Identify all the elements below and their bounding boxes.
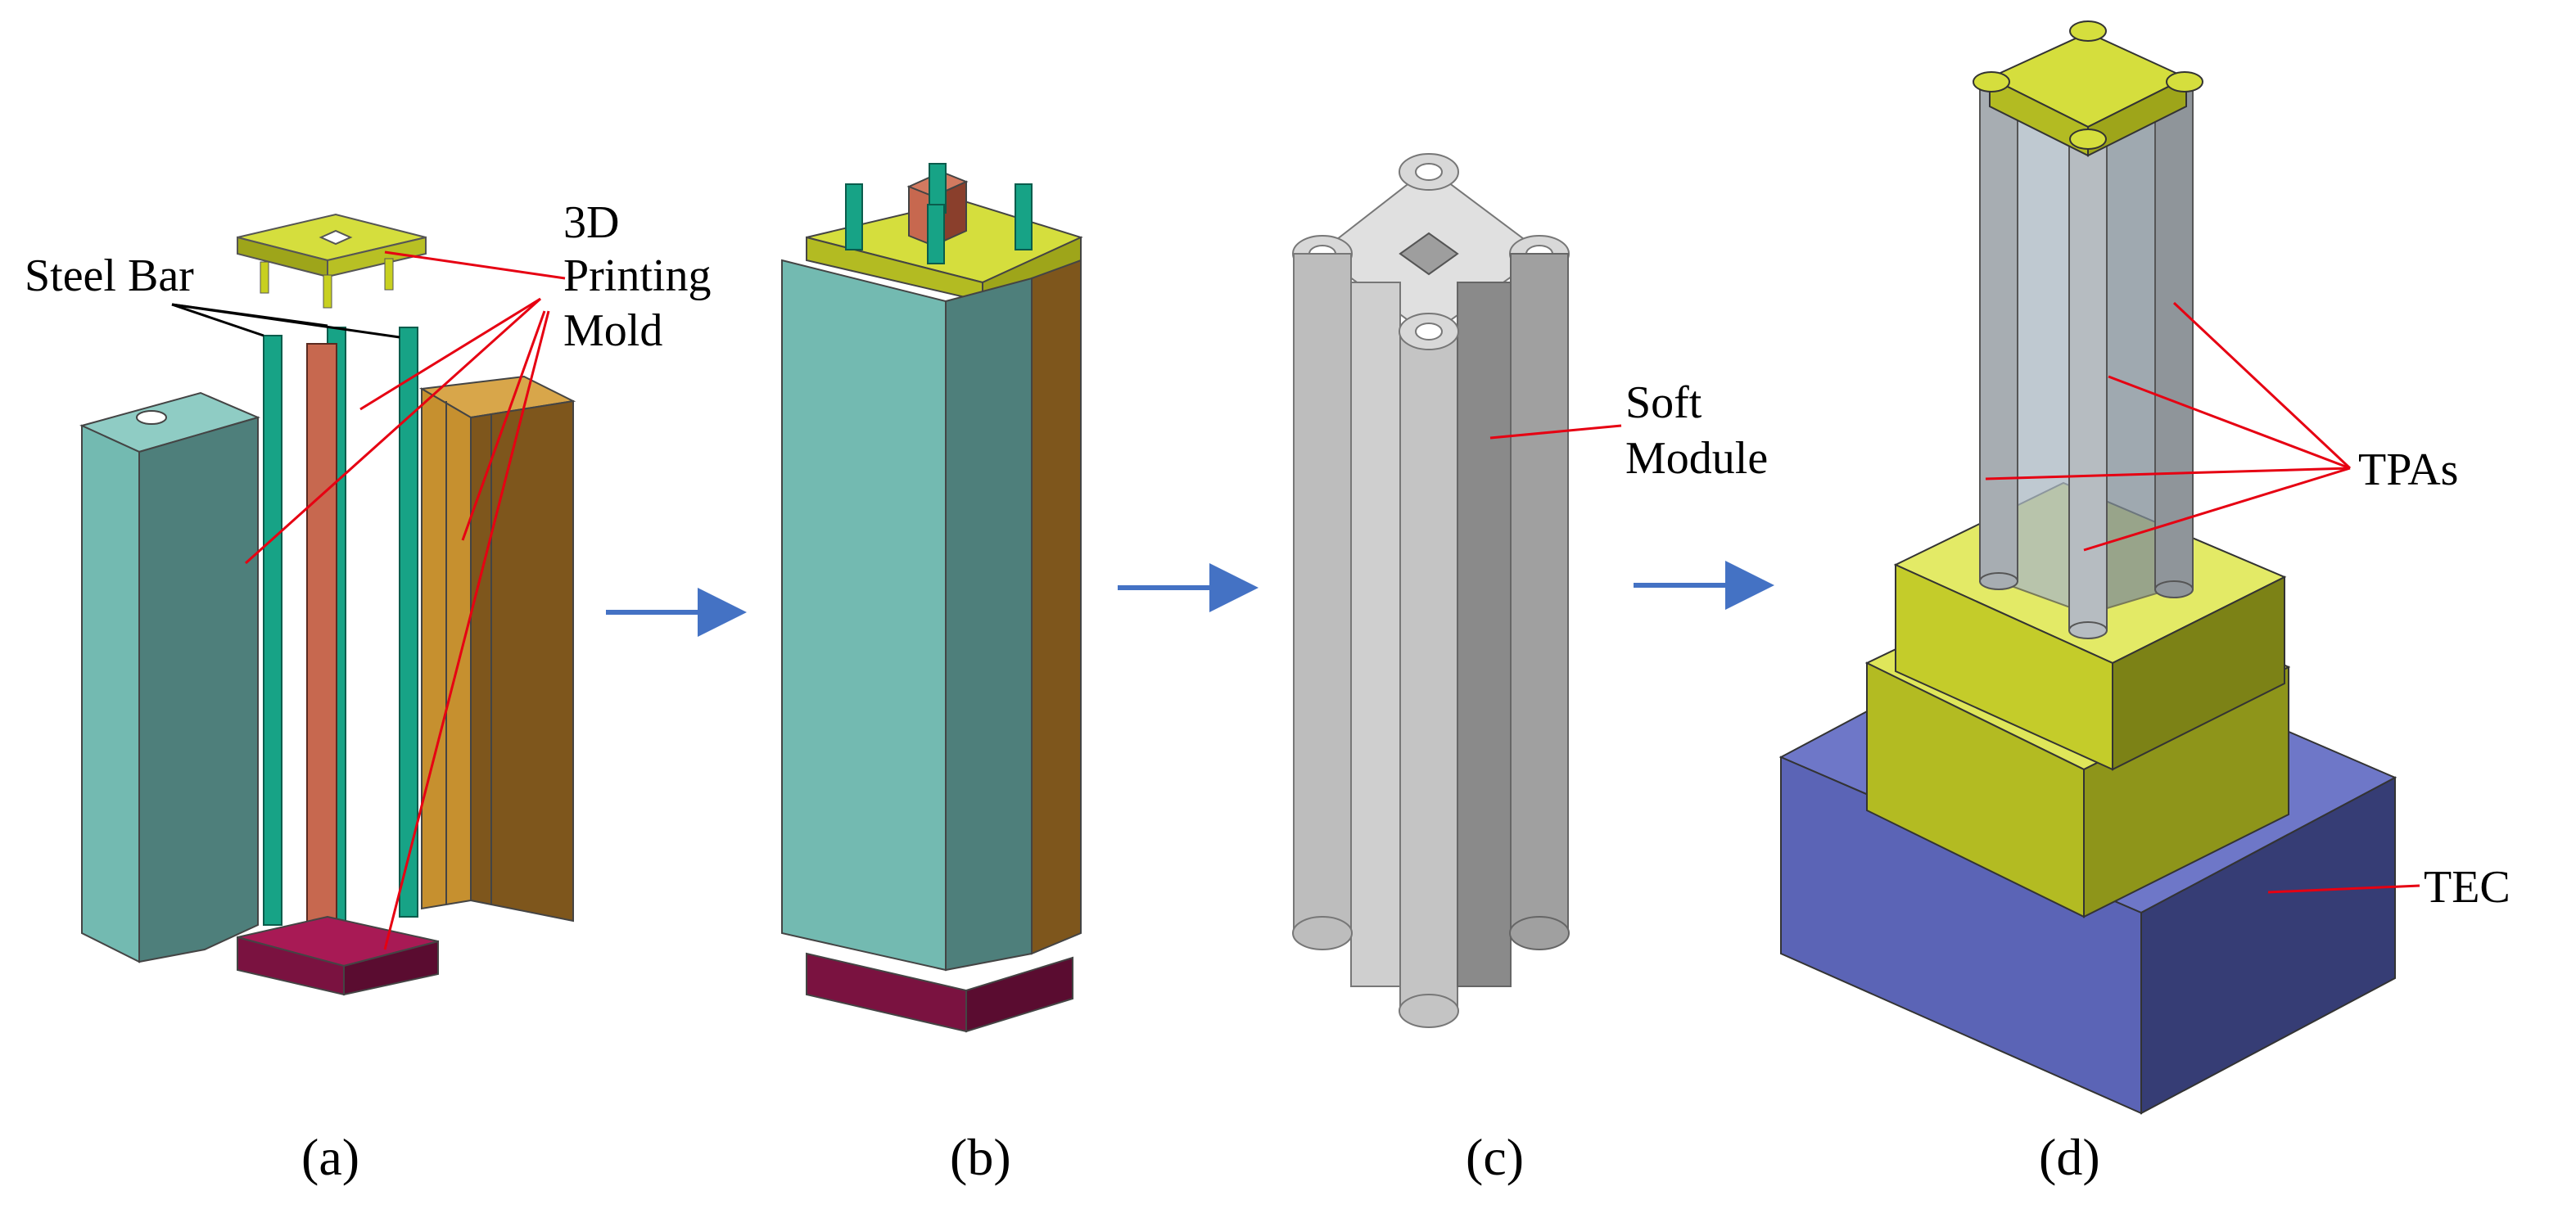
tec-leader [2267,884,2420,894]
printing-mold-label-line2: Printing [563,250,711,301]
tpas-leaders [1985,301,2352,552]
soft-module-leader [1489,424,1622,440]
steel-bar-label: Steel Bar [25,250,194,301]
panel-d-tec-assembly: TPAs TEC [1778,20,2510,1115]
mold-top-cap [237,213,427,309]
panel-caption-b: (b) [950,1128,1011,1186]
panel-a-exploded-mold: Steel Bar 3D Printing Mold [25,197,711,996]
mold-leaders [244,250,566,950]
soft-module-label-line2: Module [1625,433,1768,484]
panel-caption-a: (a) [301,1128,359,1186]
panel-caption-c: (c) [1466,1128,1524,1186]
tec-label: TEC [2424,862,2510,913]
tpas-label: TPAs [2358,444,2458,495]
steel-bars [263,327,418,950]
soft-module-label-line1: Soft [1625,377,1702,428]
printing-mold-label-line3: Mold [563,305,662,356]
mold-left-block [79,391,260,963]
panel-b-assembled-mold [781,163,1083,1033]
mold-bottom-base [237,915,439,996]
panel-caption-d: (d) [2039,1128,2100,1186]
panel-c-soft-module: Soft Module [1292,153,1768,1028]
printing-mold-label-line1: 3D [563,197,619,248]
steel-bar-leaders [171,303,400,339]
mold-right-block [418,375,576,923]
